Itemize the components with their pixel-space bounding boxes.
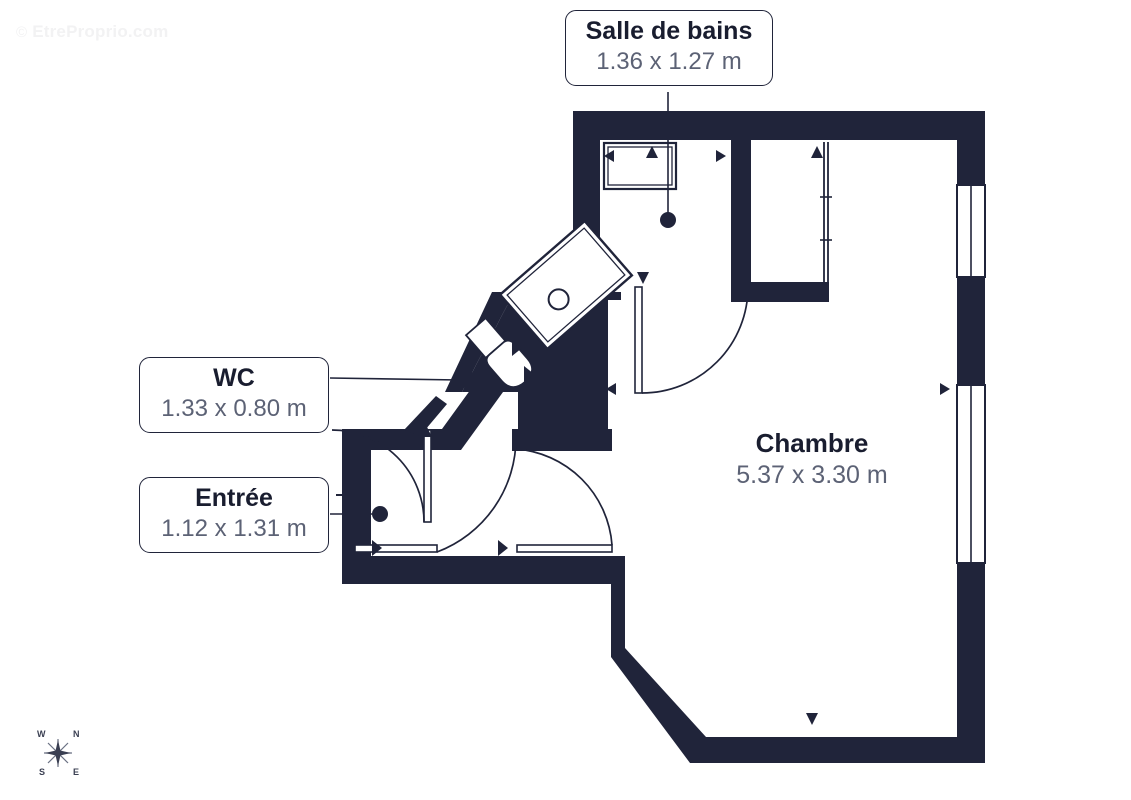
windows-group xyxy=(956,184,986,564)
compass-label-south: S xyxy=(39,767,46,777)
marker-arrow-shower-down xyxy=(637,272,649,284)
marker-arrow-bath-left xyxy=(604,150,614,162)
closet-group xyxy=(820,142,832,282)
marker-arrow-closet-up xyxy=(811,146,823,158)
leader-wc xyxy=(329,377,461,381)
compass-label-west: W xyxy=(37,729,46,739)
room-dimensions-chambre: 5.37 x 3.30 m xyxy=(736,461,888,490)
marker-arrow-wall-bottom xyxy=(806,713,818,725)
marker-arrow-left-stub xyxy=(376,435,388,447)
compass-rose: N S E W xyxy=(26,722,90,784)
room-dimensions-entree: 1.12 x 1.31 m xyxy=(161,514,307,542)
opening-markers-group xyxy=(372,146,950,725)
window-lower xyxy=(956,384,986,564)
interior-wall-bath-divider xyxy=(731,140,751,302)
interior-wall-closet-base xyxy=(731,282,829,302)
room-dimensions-salle-de-bains: 1.36 x 1.27 m xyxy=(596,47,742,75)
marker-arrow-window-right xyxy=(940,383,950,395)
doors-group xyxy=(331,286,749,553)
compass-label-north: N xyxy=(73,729,80,739)
marker-arrow-bath-up xyxy=(646,146,658,158)
room-name-chambre: Chambre xyxy=(755,428,869,458)
interior-wall-shower-slab xyxy=(445,292,621,392)
marker-arrow-bedroom-door xyxy=(498,540,508,556)
interior-wall-bedroom-jamb xyxy=(512,429,612,451)
room-name-wc: WC xyxy=(213,364,255,392)
door-bedroom xyxy=(515,448,613,553)
vanity-fixture xyxy=(602,141,678,191)
leader-dot-wc xyxy=(461,372,479,390)
compass-label-east: E xyxy=(73,767,80,777)
room-name-salle-de-bains: Salle de bains xyxy=(585,17,753,45)
marker-arrow-bath-right xyxy=(716,150,726,162)
watermark-copyright-symbol: © xyxy=(16,24,28,41)
room-label-chambre[interactable]: Chambre 5.37 x 3.30 m xyxy=(690,428,934,492)
room-label-entree[interactable]: Entrée 1.12 x 1.31 m xyxy=(139,477,329,553)
toilet-fixture xyxy=(464,316,534,389)
window-upper xyxy=(956,184,986,278)
entrance-direction-arrow xyxy=(336,483,370,507)
marker-arrow-wc-up xyxy=(420,425,432,437)
room-label-salle-de-bains[interactable]: Salle de bains 1.36 x 1.27 m xyxy=(565,10,773,86)
marker-arrow-bedroom-left xyxy=(606,383,616,395)
door-entrance xyxy=(354,436,517,553)
leader-lines-group xyxy=(329,92,676,522)
marker-arrow-entrance-door xyxy=(372,540,382,556)
room-dimensions-wc: 1.33 x 0.80 m xyxy=(161,394,307,422)
watermark: © EtreProprio.com xyxy=(16,22,168,42)
interior-wall-wc-stub xyxy=(404,396,447,436)
room-label-wc[interactable]: WC 1.33 x 0.80 m xyxy=(139,357,329,433)
marker-arrow-toilet-a xyxy=(512,340,522,356)
bathroom-fixtures-group xyxy=(464,141,678,389)
marker-arrow-toilet-b xyxy=(524,366,534,382)
room-name-entree: Entrée xyxy=(195,484,273,512)
watermark-text: EtreProprio.com xyxy=(32,22,169,41)
compass-star-icon xyxy=(44,739,72,767)
door-bathroom xyxy=(634,286,749,394)
shower-tray-fixture xyxy=(498,219,634,351)
leader-dot-salle-de-bains xyxy=(660,212,676,228)
leader-dot-entree xyxy=(372,506,388,522)
